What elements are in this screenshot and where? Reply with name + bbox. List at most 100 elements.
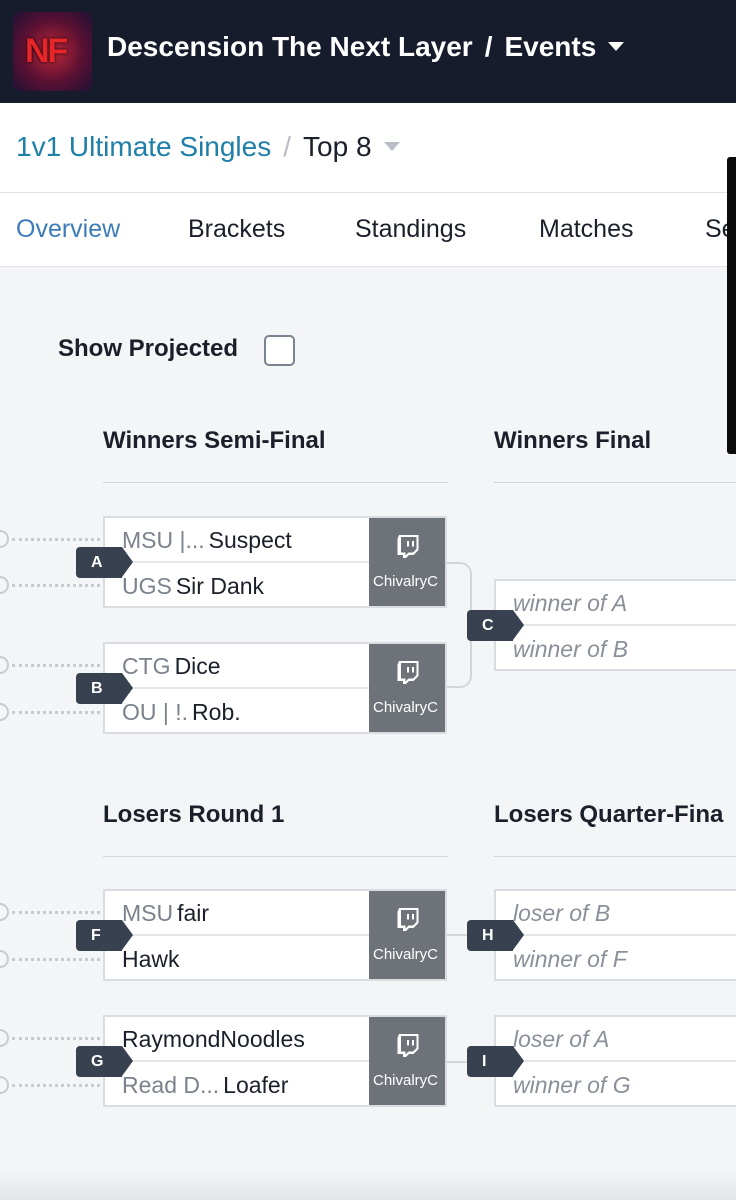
- slot-placeholder: winner of F: [513, 946, 627, 972]
- match-slot[interactable]: loser of B: [496, 891, 736, 936]
- match-id-badge: F: [76, 920, 133, 951]
- player-tag: Hawk: [122, 946, 180, 972]
- round-title-losers-qf: Losers Quarter-Fina: [494, 801, 724, 828]
- match-slot[interactable]: winner of F: [496, 937, 736, 982]
- match-slot[interactable]: RaymondNoodles: [105, 1017, 369, 1062]
- match-card-h[interactable]: loser of B winner of F: [494, 889, 736, 981]
- stream-channel: ChivalryC: [373, 573, 439, 590]
- slot-placeholder: loser of A: [513, 1026, 610, 1052]
- match-slot[interactable]: Hawk: [105, 937, 369, 982]
- match-id-badge: I: [467, 1046, 524, 1077]
- event-link[interactable]: 1v1 Ultimate Singles: [16, 131, 272, 162]
- show-projected-checkbox[interactable]: [264, 335, 295, 366]
- round-title-winners-final: Winners Final: [494, 427, 652, 454]
- tournament-logo[interactable]: NF: [13, 12, 92, 91]
- match-id-badge: C: [467, 610, 524, 641]
- scrollbar[interactable]: [727, 157, 736, 454]
- caret-down-icon: [383, 142, 400, 152]
- round-title-winners-semi: Winners Semi-Final: [103, 427, 326, 454]
- feeder-line: [12, 538, 100, 541]
- round-divider: [494, 856, 736, 857]
- stream-channel: ChivalryC: [373, 1072, 439, 1089]
- slot-placeholder: winner of G: [513, 1072, 631, 1098]
- player-tag: Rob.: [192, 699, 241, 725]
- stream-button[interactable]: ChivalryC: [369, 891, 445, 979]
- logo-text: NF: [25, 32, 68, 70]
- match-slot[interactable]: winner of B: [496, 627, 736, 672]
- match-id-badge: H: [467, 920, 524, 951]
- events-dropdown[interactable]: Events: [504, 31, 625, 62]
- feeder-line: [12, 584, 100, 587]
- stream-button[interactable]: ChivalryC: [369, 644, 445, 732]
- stream-channel: ChivalryC: [373, 699, 439, 716]
- slot-placeholder: loser of B: [513, 900, 611, 926]
- show-projected-label: Show Projected: [58, 335, 239, 362]
- twitch-icon: [397, 661, 419, 684]
- player-tag: Loafer: [223, 1072, 289, 1098]
- player-tag: Dice: [174, 653, 221, 679]
- phase-label: Top 8: [303, 131, 372, 162]
- player-tag: Suspect: [208, 527, 292, 553]
- match-card-c[interactable]: winner of A winner of B: [494, 579, 736, 671]
- events-label: Events: [504, 31, 597, 62]
- player-tag: RaymondNoodles: [122, 1026, 305, 1052]
- match-slot[interactable]: loser of A: [496, 1017, 736, 1062]
- slot-placeholder: winner of B: [513, 636, 629, 662]
- feeder-line: [12, 911, 100, 914]
- tab-brackets[interactable]: Brackets: [188, 215, 286, 243]
- match-slot[interactable]: OU | !.Rob.: [105, 690, 369, 735]
- match-slot[interactable]: MSU |...Suspect: [105, 518, 369, 563]
- round-divider: [494, 482, 736, 483]
- seed-port: [0, 703, 9, 721]
- caret-down-icon: [608, 42, 625, 52]
- player-tag: fair: [177, 900, 210, 926]
- team-prefix: Read D...: [122, 1072, 220, 1098]
- seed-port: [0, 576, 9, 594]
- twitch-icon: [397, 535, 419, 558]
- feeder-line: [12, 664, 100, 667]
- team-prefix: OU | !.: [122, 699, 189, 725]
- tab-standings[interactable]: Standings: [355, 215, 467, 243]
- breadcrumb-separator: /: [484, 31, 493, 62]
- match-slot[interactable]: Read D...Loafer: [105, 1063, 369, 1108]
- stream-channel: ChivalryC: [373, 946, 439, 963]
- seed-port: [0, 950, 9, 968]
- phase-dropdown[interactable]: Top 8: [303, 131, 400, 162]
- feeder-line: [12, 1084, 100, 1087]
- tournament-title-link[interactable]: Descension The Next Layer: [107, 31, 473, 62]
- stream-button[interactable]: ChivalryC: [369, 518, 445, 606]
- match-card-g[interactable]: RaymondNoodles Read D...Loafer ChivalryC: [103, 1015, 447, 1107]
- seed-port: [0, 903, 9, 921]
- tab-overview[interactable]: Overview: [16, 215, 121, 243]
- match-slot[interactable]: winner of A: [496, 581, 736, 626]
- twitch-icon: [397, 908, 419, 931]
- twitch-icon: [397, 1034, 419, 1057]
- event-subheader: 1v1 Ultimate Singles/Top 8: [0, 103, 736, 193]
- tab-matches[interactable]: Matches: [539, 215, 634, 243]
- stream-button[interactable]: ChivalryC: [369, 1017, 445, 1105]
- match-card-i[interactable]: loser of A winner of G: [494, 1015, 736, 1107]
- feeder-line: [12, 958, 100, 961]
- seed-port: [0, 530, 9, 548]
- tournament-breadcrumb: Descension The Next Layer / Events: [107, 31, 625, 63]
- seed-port: [0, 1076, 9, 1094]
- match-id-badge: B: [76, 673, 133, 704]
- round-divider: [103, 482, 448, 483]
- match-id-badge: G: [76, 1046, 133, 1077]
- player-tag: Sir Dank: [175, 573, 265, 599]
- match-id-badge: A: [76, 547, 133, 578]
- seed-port: [0, 656, 9, 674]
- page-bottom-fade: [0, 1170, 736, 1200]
- round-title-losers-r1: Losers Round 1: [103, 801, 285, 828]
- round-divider: [103, 856, 448, 857]
- nav-tabs: Overview Brackets Standings Matches Se: [0, 193, 736, 267]
- feeder-line: [12, 1037, 100, 1040]
- match-slot[interactable]: winner of G: [496, 1063, 736, 1108]
- slot-placeholder: winner of A: [513, 590, 628, 616]
